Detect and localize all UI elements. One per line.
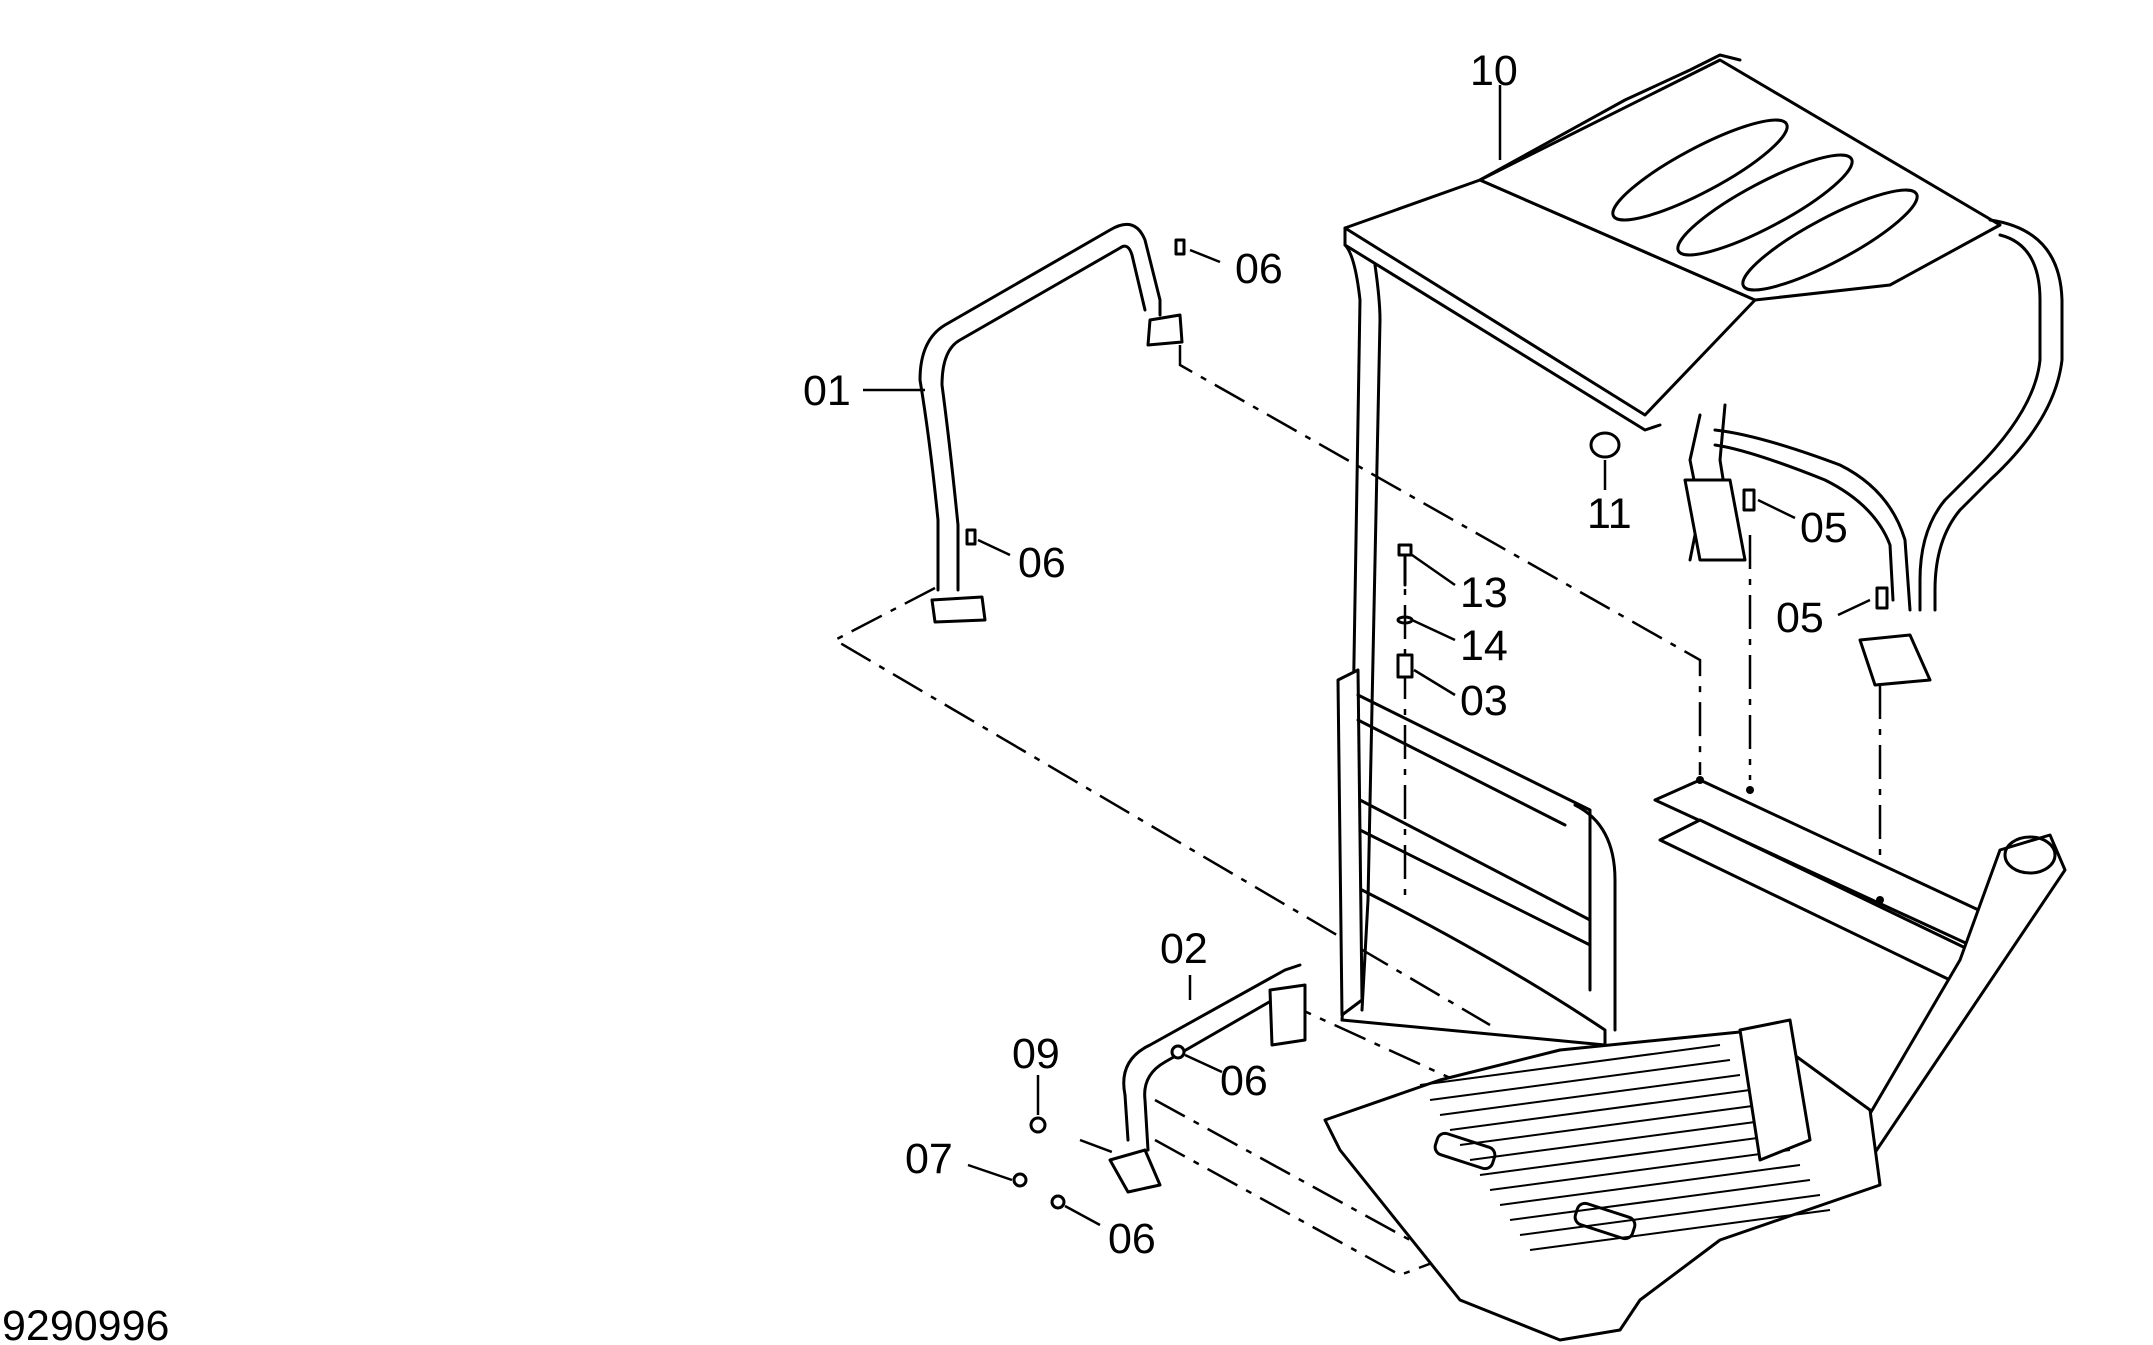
callout-05-lower: 05	[1776, 594, 1824, 642]
callout-06-bottom: 06	[1108, 1215, 1156, 1263]
callout-02: 02	[1160, 925, 1208, 973]
leader-lines	[863, 85, 1871, 1227]
drawing-number: 9290996	[2, 1302, 169, 1345]
callout-06-left: 06	[1018, 539, 1066, 587]
handrail-02	[1108, 963, 1307, 1194]
callout-07: 07	[905, 1135, 953, 1183]
callout-06-top: 06	[1235, 245, 1283, 293]
callout-05-upper: 05	[1800, 504, 1848, 552]
fasteners	[965, 238, 1889, 1210]
roll-bar-01	[918, 222, 1184, 624]
callout-labels: 10 01 06 06 11 05 05 13 14 03 02 06 09 0…	[2, 47, 1848, 1345]
canopy-roof	[1336, 53, 2064, 1047]
callout-01: 01	[803, 367, 851, 415]
callout-13: 13	[1460, 569, 1508, 617]
callout-03: 03	[1460, 677, 1508, 725]
callout-09: 09	[1012, 1030, 1060, 1078]
callout-10: 10	[1470, 47, 1518, 95]
callout-11: 11	[1587, 490, 1632, 538]
callout-14: 14	[1460, 622, 1508, 670]
callout-06-mid: 06	[1220, 1057, 1268, 1105]
base-floor-frame	[1323, 776, 2067, 1342]
